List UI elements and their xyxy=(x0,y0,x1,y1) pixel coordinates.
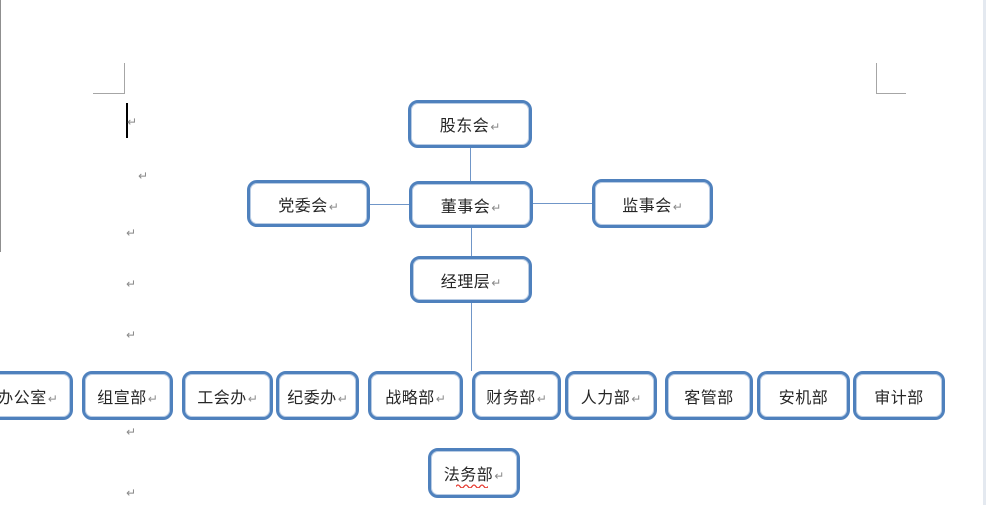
org-box-discipline[interactable]: 纪委办↵ xyxy=(276,371,359,420)
org-box-label: 客管部 xyxy=(684,389,734,407)
org-box-org-publicity[interactable]: 组宣部↵ xyxy=(82,371,173,420)
org-box-hr[interactable]: 人力部↵ xyxy=(565,371,657,420)
org-box-label: 经理层 xyxy=(440,273,491,291)
window-right-edge xyxy=(983,0,986,505)
paragraph-return-icon: ↵ xyxy=(138,169,149,183)
paragraph-return-icon: ↵ xyxy=(631,391,642,406)
org-box-office[interactable]: 办公室↵ xyxy=(0,371,73,420)
paragraph-return-icon: ↵ xyxy=(126,277,137,291)
org-box-label: 办公室 xyxy=(0,389,47,407)
paragraph-return-icon: ↵ xyxy=(435,391,446,406)
org-box-strategy[interactable]: 战略部↵ xyxy=(368,371,463,420)
org-box-label: 人力部 xyxy=(580,389,631,407)
paragraph-return-icon: ↵ xyxy=(490,120,501,134)
org-box-label: 审计部 xyxy=(874,389,924,407)
org-box-security[interactable]: 安机部 xyxy=(757,371,850,420)
org-box-label: 战略部 xyxy=(385,389,435,407)
org-box-audit[interactable]: 审计部 xyxy=(853,371,945,420)
connector-party-board[interactable] xyxy=(370,204,409,206)
text-boundary-corner-top-right xyxy=(876,63,906,94)
paragraph-return-icon: ↵ xyxy=(147,391,158,406)
connector-shareholders-board[interactable] xyxy=(470,148,472,181)
window-left-edge-line xyxy=(0,0,1,252)
org-box-board[interactable]: 董事会↵ xyxy=(409,181,533,228)
org-box-shareholders[interactable]: 股东会↵ xyxy=(408,100,532,148)
paragraph-return-icon: ↵ xyxy=(126,226,137,240)
org-box-label: 党委会 xyxy=(278,197,328,215)
paragraph-return-icon: ↵ xyxy=(47,391,58,406)
org-box-label: 工会办 xyxy=(197,389,247,407)
paragraph-return-icon: ↵ xyxy=(126,486,137,500)
connector-board-supervisory[interactable] xyxy=(533,203,592,205)
paragraph-return-icon: ↵ xyxy=(337,391,348,406)
org-box-finance[interactable]: 财务部↵ xyxy=(472,371,561,420)
paragraph-return-icon: ↵ xyxy=(491,275,502,290)
org-box-label: 纪委办 xyxy=(287,389,337,407)
paragraph-return-icon: ↵ xyxy=(672,199,683,214)
paragraph-return-icon: ↵ xyxy=(247,391,258,406)
org-box-label: 安机部 xyxy=(778,389,829,407)
org-box-customer[interactable]: 客管部 xyxy=(665,371,753,420)
connector-management-departments[interactable] xyxy=(471,303,473,371)
org-box-label: 法务部 xyxy=(443,467,494,484)
org-box-management[interactable]: 经理层↵ xyxy=(410,256,532,303)
org-box-party-committee[interactable]: 党委会↵ xyxy=(247,180,370,227)
org-box-label: 董事会 xyxy=(440,198,491,216)
paragraph-return-icon: ↵ xyxy=(126,425,137,439)
text-boundary-corner-top-left xyxy=(93,63,125,94)
paragraph-return-icon: ↵ xyxy=(127,115,138,129)
org-box-label: 股东会 xyxy=(439,118,490,135)
text-cursor xyxy=(126,103,128,138)
org-box-label: 监事会 xyxy=(622,197,672,215)
paragraph-return-icon: ↵ xyxy=(536,391,547,406)
paragraph-return-icon: ↵ xyxy=(126,328,137,342)
spellcheck-squiggle xyxy=(455,483,489,489)
org-box-label: 组宣部 xyxy=(97,389,147,407)
paragraph-return-icon: ↵ xyxy=(494,469,505,483)
org-box-label: 财务部 xyxy=(486,389,536,407)
org-box-union-office[interactable]: 工会办↵ xyxy=(182,371,273,420)
org-box-supervisory[interactable]: 监事会↵ xyxy=(592,179,713,228)
paragraph-return-icon: ↵ xyxy=(328,199,339,214)
paragraph-return-icon: ↵ xyxy=(491,200,502,215)
connector-board-management[interactable] xyxy=(471,228,473,256)
org-box-legal[interactable]: 法务部↵ xyxy=(428,448,520,498)
